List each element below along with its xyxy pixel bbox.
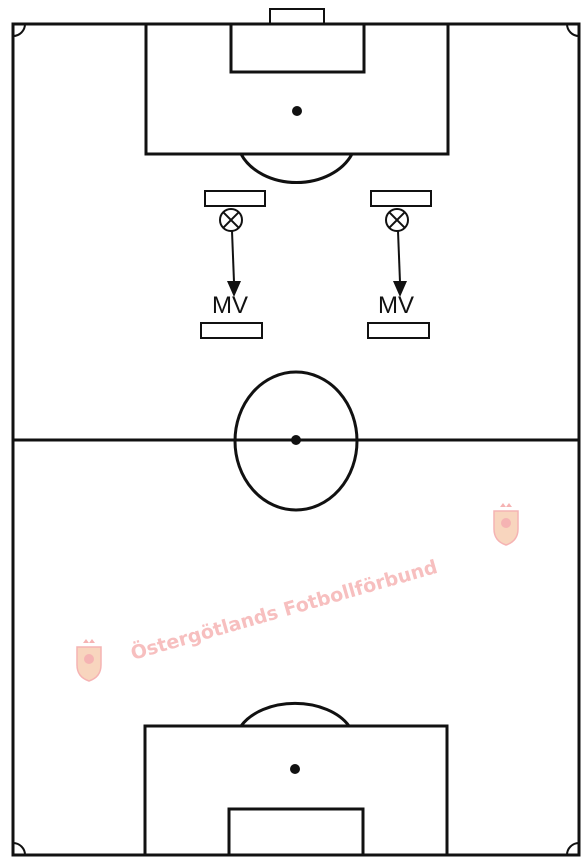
cone-right-top	[370, 190, 432, 207]
player-group-right: MV	[367, 190, 432, 339]
bottom-penalty-spot	[290, 764, 300, 774]
arrow-head-icon	[227, 281, 241, 297]
bottom-goal-area	[227, 807, 365, 857]
player-label-right: MV	[378, 292, 414, 319]
corner-arc-top-left	[12, 23, 26, 37]
movement-arrow-line	[397, 230, 401, 283]
corner-arc-bottom-right	[566, 842, 580, 856]
corner-arc-top-right	[566, 23, 580, 37]
arrow-head-icon	[393, 281, 407, 297]
watermark: Östergötlands Fotbollförbund	[76, 503, 519, 682]
top-penalty-area	[144, 22, 450, 156]
centre-circle	[233, 370, 359, 512]
player-label-left: MV	[212, 292, 248, 319]
bottom-penalty-area	[143, 724, 449, 857]
corner-arc-bottom-left	[12, 842, 26, 856]
top-penalty-arc	[239, 153, 354, 185]
cone-left-top	[204, 190, 266, 207]
top-penalty-spot	[292, 106, 302, 116]
cone-left-bottom	[200, 322, 263, 339]
player-x-icon-stroke	[388, 211, 406, 229]
centre-spot	[291, 435, 301, 445]
watermark-text: Östergötlands Fotbollförbund	[128, 554, 440, 665]
bottom-penalty-arc	[239, 701, 351, 727]
crest-icon	[76, 639, 102, 682]
top-goal-area	[229, 22, 366, 74]
player-x-icon-stroke	[222, 211, 240, 229]
movement-arrow-line	[231, 230, 235, 283]
top-goal	[269, 8, 325, 25]
cone-right-bottom	[367, 322, 430, 339]
crest-icon	[493, 503, 519, 546]
player-group-left: MV	[200, 190, 266, 339]
